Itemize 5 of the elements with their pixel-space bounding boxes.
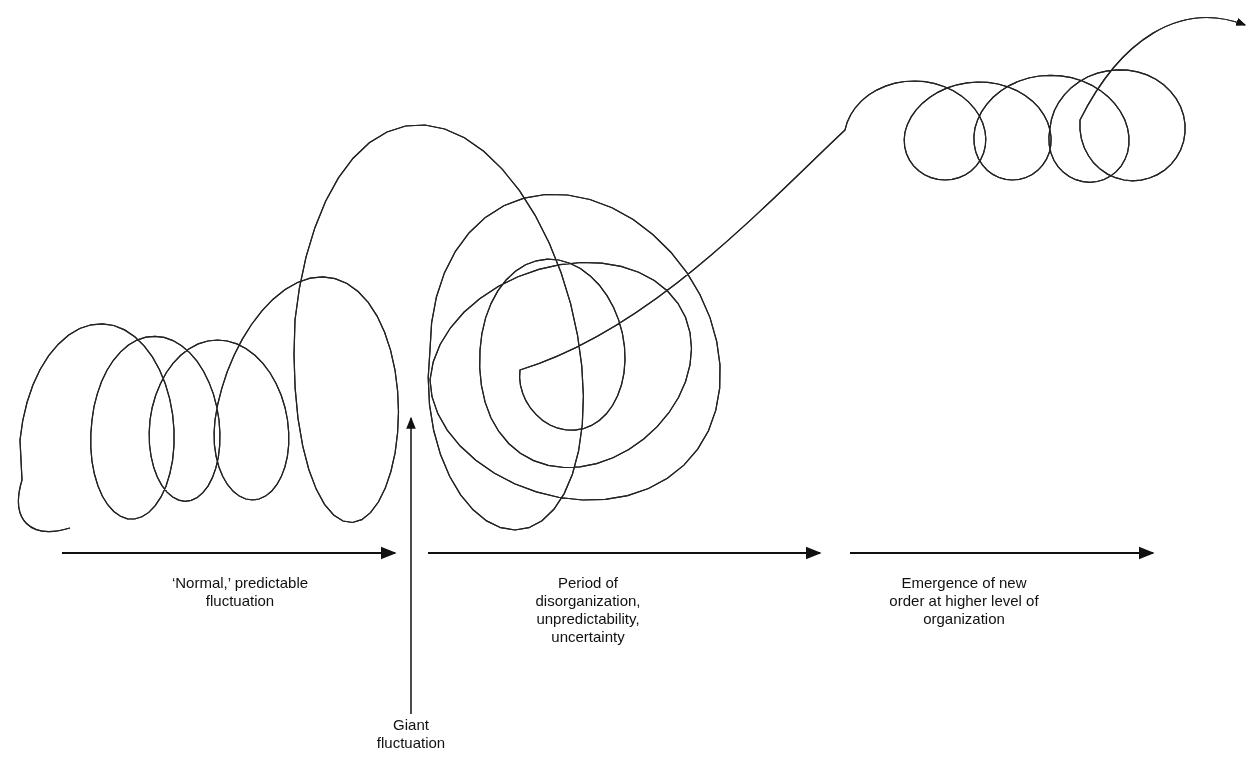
phase-label: Emergence of new order at higher level of organization — [888, 574, 1040, 628]
annotation-text: Giant fluctuation — [365, 716, 457, 752]
phase-label: ‘Normal,’ predictable fluctuation — [170, 574, 310, 610]
leader-arrow — [406, 416, 416, 715]
phase-label: Period of disorganization, unpredictability, uncertainty — [534, 574, 642, 646]
